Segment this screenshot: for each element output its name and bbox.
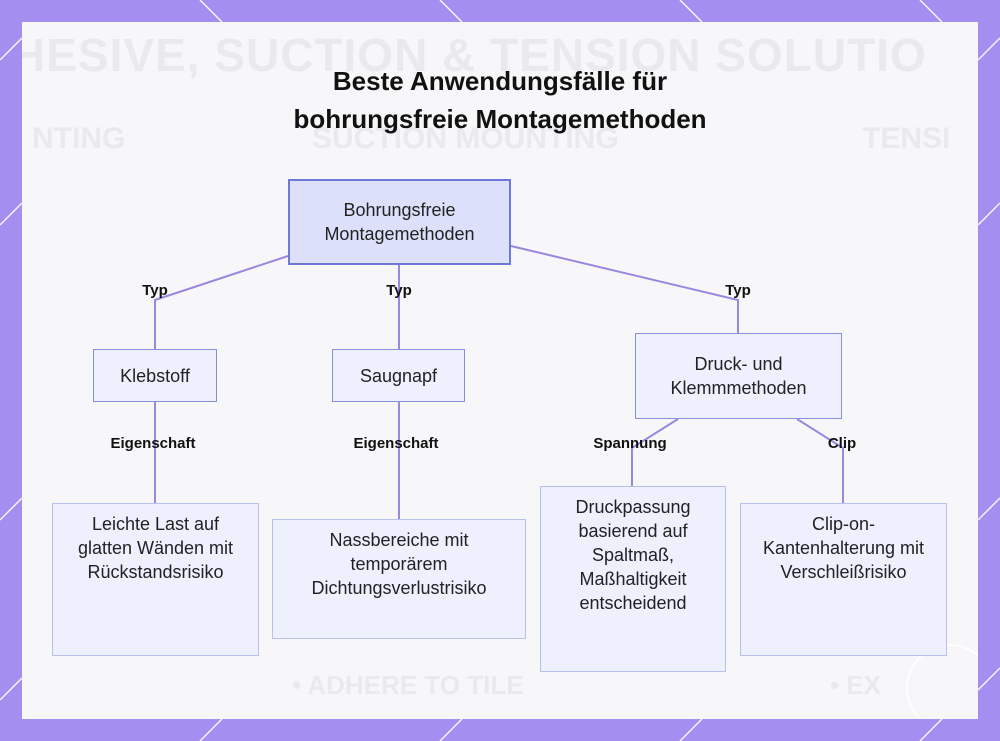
diagram-title-line-1: Beste Anwendungsfälle für — [332, 66, 668, 96]
node-leaf-tension: Druckpassung basierend auf Spaltmaß, Maß… — [540, 486, 726, 672]
node-suction-label: Saugnapf — [359, 365, 438, 386]
node-adhesive: Klebstoff — [93, 349, 217, 402]
node-root: Bohrungsfreie Montagemethoden — [288, 179, 511, 265]
background-heading-left: NTING — [32, 122, 126, 155]
edge-root-pressure — [510, 245, 739, 333]
edge-label-tension: Spannung — [593, 435, 667, 452]
edge-label-property-adhesive: Eigenschaft — [110, 435, 196, 452]
background-bullet-right: • EX — [830, 670, 882, 700]
node-adhesive-label: Klebstoff — [120, 365, 190, 386]
edge-label-clip: Clip — [827, 435, 857, 452]
node-leaf-adhesive: Leichte Last auf glatten Wänden mit Rück… — [52, 503, 259, 656]
background-bullet-middle: • ADHERE TO TILE — [292, 670, 524, 700]
edge-label-type-suction: Typ — [386, 282, 412, 299]
edge-label-property-suction: Eigenschaft — [353, 435, 439, 452]
node-leaf-clip-label: Clip-on-Kantenhalterung mit Verschleißri… — [762, 514, 925, 582]
edge-root-adhesive — [154, 255, 289, 349]
diagram-title-line-2: bohrungsfreie Montagemethoden — [293, 104, 707, 134]
node-pressure-clamp-label: Druck- und Klemmmethoden — [670, 354, 807, 398]
node-root-label: Bohrungsfreie Montagemethoden — [324, 200, 475, 244]
edge-pressure-tension — [631, 418, 679, 486]
background-banner-text: HESIVE, SUCTION & TENSION SOLUTIO — [22, 29, 927, 81]
node-leaf-adhesive-label: Leichte Last auf glatten Wänden mit Rück… — [77, 514, 234, 582]
edge-label-type-pressure: Typ — [725, 282, 751, 299]
node-leaf-tension-label: Druckpassung basierend auf Spaltmaß, Maß… — [575, 497, 691, 613]
background-heading-middle: SUCTION MOUNTING — [312, 122, 619, 155]
node-leaf-suction-label: Nassbereiche mit temporärem Dichtungsver… — [311, 530, 487, 598]
edge-pressure-clip — [796, 418, 844, 503]
node-leaf-clip: Clip-on-Kantenhalterung mit Verschleißri… — [740, 503, 947, 656]
node-leaf-suction: Nassbereiche mit temporärem Dichtungsver… — [272, 519, 526, 639]
node-pressure-clamp: Druck- und Klemmmethoden — [635, 333, 842, 419]
background-heading-right: TENSI — [862, 122, 951, 155]
node-suction: Saugnapf — [332, 349, 465, 402]
edge-label-type-adhesive: Typ — [142, 282, 168, 299]
